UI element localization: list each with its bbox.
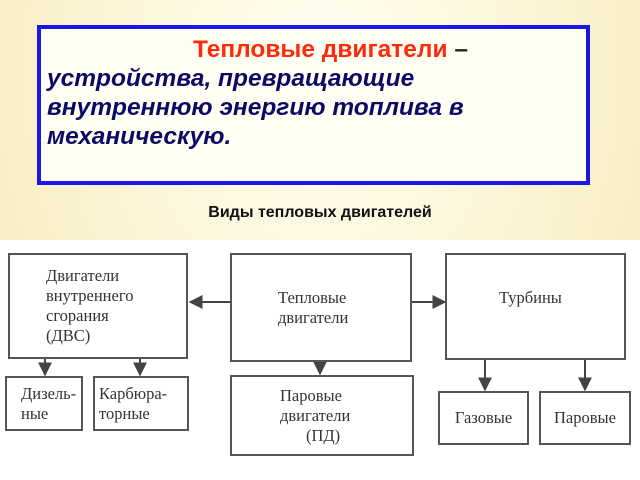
definition-box: Тепловые двигатели – устройства, превращ…	[37, 25, 590, 185]
node-turbines-line: Турбины	[499, 288, 562, 307]
node-carburetor-line: Карбюра-	[99, 383, 168, 403]
node-gas-line: Газовые	[454, 408, 513, 427]
diagram-connectors	[38, 295, 592, 392]
node-turbines: Турбины	[445, 253, 626, 360]
node-diesel: Дизель- ные	[5, 376, 83, 431]
node-heat-engines: Тепловые двигатели	[230, 253, 412, 362]
node-steam-engines-line: двигатели	[280, 405, 351, 425]
node-ice-line: (ДВС)	[46, 326, 91, 345]
node-carburetor: Карбюра- торные	[93, 376, 189, 431]
node-steam: Паровые	[539, 391, 631, 445]
node-ice-line: внутреннего	[46, 286, 134, 305]
diagram-subtitle: Виды тепловых двигателей	[208, 204, 432, 221]
node-steam-engines-line: (ПД)	[306, 425, 341, 445]
diagram-panel: Двигатели внутреннего сгорания (ДВС) Теп…	[0, 240, 640, 480]
node-steam-line: Паровые	[554, 408, 616, 427]
node-ice: Двигатели внутреннего сгорания (ДВС)	[8, 253, 188, 359]
node-steam-engines-line: Паровые	[280, 385, 342, 405]
definition-line-2: устройства, превращающие	[47, 65, 415, 92]
node-ice-line: Двигатели	[46, 266, 120, 285]
node-heat-engines-line: двигатели	[278, 307, 349, 327]
node-diesel-line: Дизель-	[21, 383, 77, 403]
node-heat-engines-line: Тепловые	[278, 287, 347, 307]
definition-line-3: внутреннюю энергию топлива в	[47, 94, 464, 121]
node-diesel-line: ные	[21, 403, 49, 423]
definition-dash: –	[447, 36, 468, 63]
definition-line-1: Тепловые двигатели –	[47, 35, 578, 64]
node-ice-line: сгорания	[46, 306, 109, 325]
node-steam-engines: Паровые двигатели (ПД)	[230, 375, 414, 456]
node-carburetor-line: торные	[99, 403, 150, 423]
definition-line-4: механическую.	[47, 123, 232, 150]
definition-heading: Тепловые двигатели	[193, 36, 448, 63]
node-gas: Газовые	[438, 391, 529, 445]
